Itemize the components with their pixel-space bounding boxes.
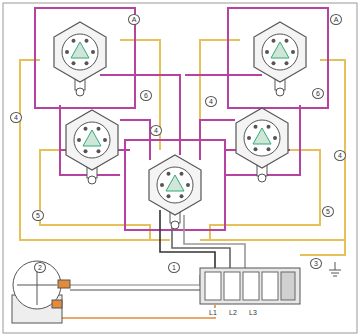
- callout-number: 4: [205, 96, 217, 107]
- callout-number: 1: [168, 262, 180, 273]
- terminal-label: L2: [228, 308, 238, 317]
- callout-number: 5: [322, 206, 334, 217]
- callout-number: A: [330, 14, 342, 25]
- terminal-label: L1: [208, 308, 218, 317]
- connector-hex: [236, 108, 288, 182]
- connector-hex: [54, 22, 106, 96]
- callout-number: 4: [10, 112, 22, 123]
- terminal-block: [200, 268, 300, 304]
- connector-hex: [149, 155, 201, 229]
- motor: [12, 261, 70, 323]
- connector-hex: [66, 110, 118, 184]
- callout-number: 5: [32, 210, 44, 221]
- callout-number: 4: [334, 150, 346, 161]
- callout-number: 2: [34, 262, 46, 273]
- callout-number: A: [128, 14, 140, 25]
- terminal-label: L3: [248, 308, 258, 317]
- callout-number: 3: [310, 258, 322, 269]
- callout-number: 6: [140, 90, 152, 101]
- callout-number: 6: [312, 88, 324, 99]
- callout-number: 4: [150, 125, 162, 136]
- connector-hex: [254, 22, 306, 96]
